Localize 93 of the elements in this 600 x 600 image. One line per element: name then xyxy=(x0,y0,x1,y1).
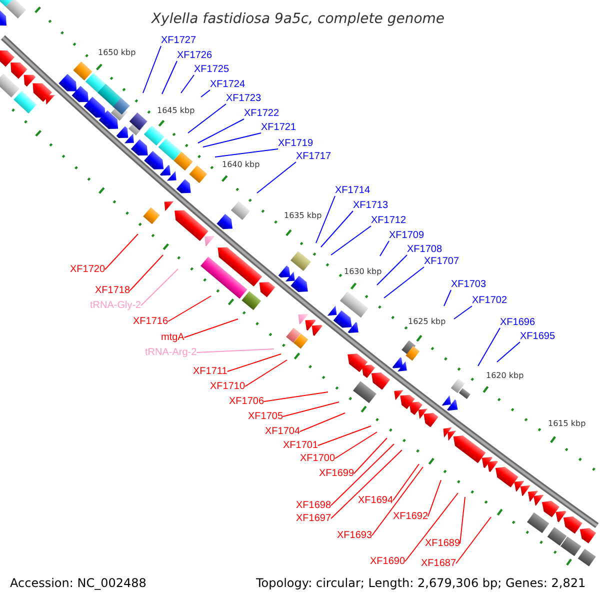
gene-label: XF1717 xyxy=(296,151,332,162)
leader-line xyxy=(354,438,388,474)
gene-label: XF1724 xyxy=(210,79,246,90)
leader-line xyxy=(300,412,346,432)
scale-label: 1635 kbp xyxy=(284,211,322,220)
leader-line xyxy=(140,268,178,306)
scale-label: 1625 kbp xyxy=(408,317,446,326)
gene-label: XF1721 xyxy=(261,122,296,133)
leader-line xyxy=(142,46,162,94)
gene-label: XF1706 xyxy=(229,396,264,407)
leader-line xyxy=(244,360,288,387)
gene-label: XF1695 xyxy=(520,331,556,342)
gene-label: XF1716 xyxy=(133,316,168,327)
leader-line xyxy=(188,104,226,134)
gene-label: XF1690 xyxy=(370,556,406,567)
gene-label: XF1708 xyxy=(407,244,442,255)
leader-line xyxy=(376,254,408,286)
gene-label: XF1702 xyxy=(472,295,508,306)
leader-line xyxy=(444,290,452,306)
leader-line xyxy=(320,210,354,248)
gene-label: XF1699 xyxy=(319,468,354,479)
gene-label: XF1696 xyxy=(500,317,536,328)
map-title: Xylella fastidiosa 9a5c, complete genome xyxy=(151,11,445,27)
leader-line xyxy=(478,328,500,366)
gene-label: XF1689 xyxy=(425,538,460,549)
leader-line xyxy=(330,226,372,256)
scale-label: 1640 kbp xyxy=(222,160,260,169)
leader-line xyxy=(214,148,278,158)
leader-line xyxy=(392,464,420,501)
gene-label: XF1700 xyxy=(300,453,336,464)
leader-line xyxy=(256,162,296,194)
leader-line xyxy=(330,450,402,519)
gene-label: XF1727 xyxy=(161,35,196,46)
leader-line xyxy=(264,392,328,402)
leader-line xyxy=(282,402,340,417)
leader-line xyxy=(226,354,282,372)
leader-line xyxy=(200,90,210,98)
leader-line xyxy=(180,74,194,94)
scale-label: 1645 kbp xyxy=(157,106,195,115)
gene-label: XF1713 xyxy=(353,200,388,211)
leader-line xyxy=(202,132,262,148)
gene-label: XF1703 xyxy=(451,279,486,290)
gene-label: XF1698 xyxy=(296,500,332,511)
gene-label: XF1707 xyxy=(424,256,460,267)
gene-label: XF1692 xyxy=(393,511,428,522)
leader-line xyxy=(456,516,492,564)
gene-label: XF1697 xyxy=(296,513,332,524)
leader-line xyxy=(198,118,244,144)
gene-label: tRNA-Gly-2 xyxy=(90,300,142,311)
leader-line xyxy=(104,234,138,270)
leader-line xyxy=(196,348,274,353)
accession-text: Accession: NC_002488 xyxy=(10,576,146,590)
leader-line xyxy=(168,296,212,322)
genome-summary-text: Topology: circular; Length: 2,679,306 bp; Genes: 2,821 xyxy=(256,576,586,590)
leader-line xyxy=(316,196,336,244)
leader-line xyxy=(404,492,458,562)
leader-line xyxy=(130,254,164,291)
leader-line xyxy=(384,266,424,298)
leader-line xyxy=(372,466,424,536)
gene-label: XF1710 xyxy=(210,381,246,392)
scale-label: 1630 kbp xyxy=(344,267,382,276)
leader-line xyxy=(330,444,394,506)
gene-label: XF1719 xyxy=(278,138,314,149)
gene-label: XF1718 xyxy=(95,285,130,296)
gene-label: mtgA xyxy=(161,332,184,343)
gene-label: XF1704 xyxy=(265,426,300,437)
leader-line xyxy=(428,480,442,517)
leader-line xyxy=(318,426,372,446)
gene-label: XF1705 xyxy=(248,411,284,422)
gene-label: XF1722 xyxy=(244,108,280,119)
leader-line xyxy=(454,306,472,320)
scale-label: 1650 kbp xyxy=(98,48,136,57)
leader-line xyxy=(334,432,378,459)
leader-line xyxy=(460,496,466,544)
gene-label: XF1693 xyxy=(337,530,372,541)
gene-label: XF1711 xyxy=(193,366,228,377)
leader-line xyxy=(184,318,238,338)
scale-label: 1615 kbp xyxy=(548,419,586,428)
gene-label: XF1714 xyxy=(335,185,370,196)
gene-label: XF1726 xyxy=(177,50,212,61)
gene-label: XF1712 xyxy=(371,215,406,226)
leader-line xyxy=(380,240,390,256)
gene-label: tRNA-Arg-2 xyxy=(145,347,197,358)
gene-label: XF1720 xyxy=(70,264,106,275)
gene-label: XF1709 xyxy=(389,230,424,241)
leader-line xyxy=(162,60,178,94)
scale-label: 1620 kbp xyxy=(486,371,524,380)
gene-label: XF1701 xyxy=(283,440,318,451)
leader-line xyxy=(496,342,520,362)
gene-label: XF1725 xyxy=(194,64,230,75)
gene-label: XF1723 xyxy=(226,93,262,104)
gene-label: XF1694 xyxy=(358,495,394,506)
gene-label: XF1687 xyxy=(421,558,456,569)
